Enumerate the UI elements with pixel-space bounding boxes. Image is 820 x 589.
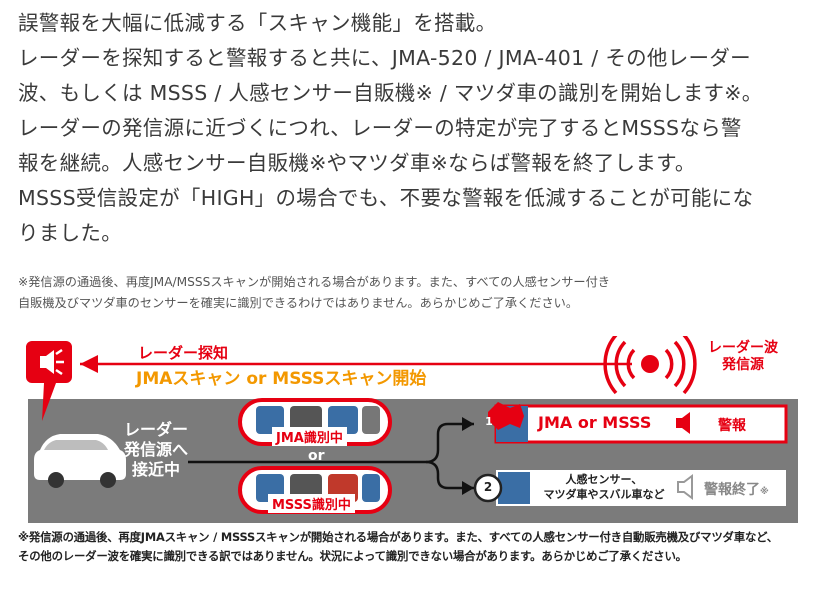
result1-number: 1 bbox=[485, 415, 493, 428]
msss-identifying-label: MSSS識別中 bbox=[268, 494, 355, 513]
radar-source-icon bbox=[603, 336, 697, 395]
jma-identifying-label: JMA識別中 bbox=[272, 427, 347, 446]
car-approach-label: レーダー 発信源へ 接近中 bbox=[123, 420, 188, 479]
result2-box bbox=[473, 470, 786, 506]
note-line: ※発信源の通過後、再度JMAスキャン / MSSSスキャンが開始される場合があり… bbox=[18, 530, 778, 544]
lead-line: レーダーの発信源に近づくにつれ、レーダーの特定が完了するとMSSSなら警 bbox=[18, 116, 742, 140]
diagram-graphics bbox=[26, 336, 788, 514]
radar-source-label: レーダー波 発信源 bbox=[708, 340, 778, 373]
lead-line: MSSS受信設定が「HIGH」の場合でも、不要な警報を低減することが可能にな bbox=[18, 186, 754, 210]
lead-line: りました。 bbox=[18, 221, 122, 245]
result1-box bbox=[488, 402, 788, 444]
lead-paragraph: 誤警報を大幅に低減する「スキャン機能」を搭載。 レーダーを探知すると警報すると共… bbox=[18, 6, 808, 251]
result2-text: 人感センサー、 マツダ車やスバル車など bbox=[543, 473, 665, 501]
note-bottom: ※発信源の通過後、再度JMAスキャン / MSSSスキャンが開始される場合があり… bbox=[18, 528, 808, 566]
detect-arrow bbox=[80, 355, 632, 373]
lead-line: レーダーを探知すると警報すると共に、JMA-520 / JMA-401 / その… bbox=[18, 46, 751, 70]
speaker-icon bbox=[676, 412, 690, 434]
or-label: or bbox=[308, 448, 325, 464]
result2-number: 2 bbox=[483, 480, 493, 494]
car-icon bbox=[34, 434, 126, 488]
lead-line: 波、もしくは MSSS / 人感センサー自販機※ / マツダ車の識別を開始します… bbox=[18, 81, 763, 105]
result2-alarm-end: 警報終了※ bbox=[704, 482, 769, 498]
approach-arrow bbox=[188, 417, 474, 495]
note-top: ※発信源の通過後、再度JMA/MSSSスキャンが開始される場合があります。また、… bbox=[18, 272, 808, 314]
scan-start-label: JMAスキャン or MSSSスキャン開始 bbox=[136, 369, 427, 389]
radar-detect-label: レーダー探知 bbox=[138, 344, 229, 362]
note-line: ※発信源の通過後、再度JMA/MSSSスキャンが開始される場合があります。また、… bbox=[18, 275, 610, 289]
lead-line: 報を継続。人感センサー自販機※やマツダ車※ならば警報を終了します。 bbox=[18, 151, 696, 175]
note-line: その他のレーダー波を確実に識別できる訳ではありません。状況によって識別できない場… bbox=[18, 549, 687, 563]
result1-alarm: 警報 bbox=[718, 418, 746, 434]
speaker-off-icon bbox=[677, 474, 693, 500]
alarm-speech-icon bbox=[26, 341, 72, 421]
scan-diagram: レーダー探知 JMAスキャン or MSSSスキャン開始 レーダー波 発信源 レ… bbox=[18, 336, 808, 526]
result1-text: JMA or MSSS bbox=[538, 413, 652, 432]
note-line: 自販機及びマツダ車のセンサーを確実に識別できるわけではありません。あらかじめご了… bbox=[18, 296, 579, 310]
lead-line: 誤警報を大幅に低減する「スキャン機能」を搭載。 bbox=[18, 11, 497, 35]
